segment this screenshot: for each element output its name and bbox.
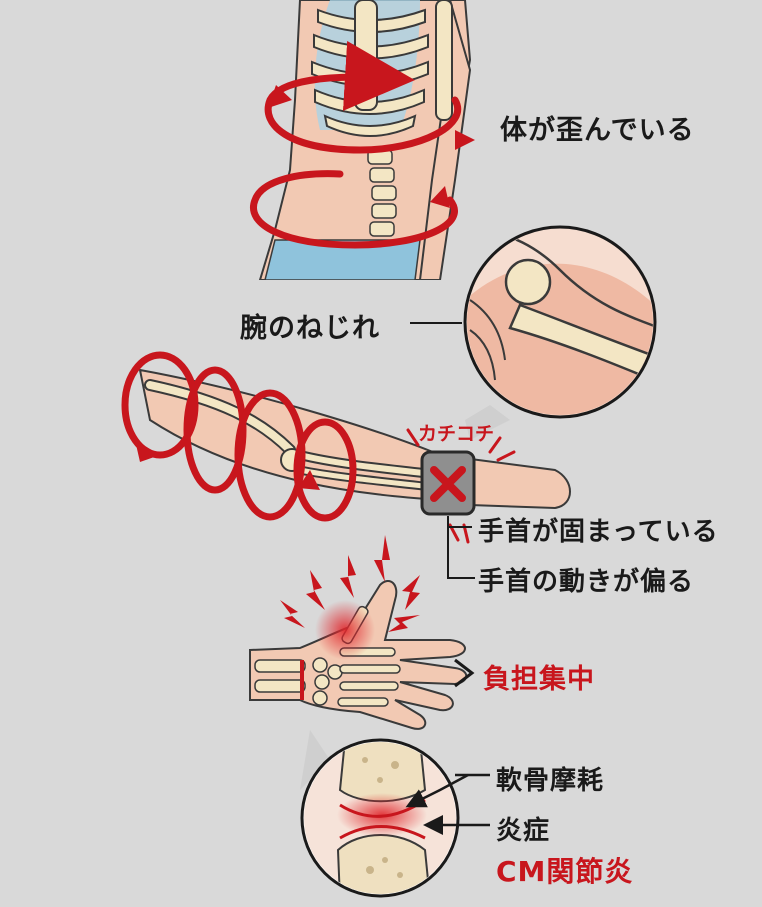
arm-twist-label: 腕のねじれ — [240, 313, 380, 344]
stiff-sound-label: カチコチ — [418, 423, 495, 445]
load-focus-label: 負担集中 — [483, 664, 595, 695]
body-twist-label: 体が歪んでいる — [500, 115, 695, 146]
inflammation-label: 炎症 — [496, 816, 551, 846]
cartilage-wear-label: 軟骨摩耗 — [496, 766, 605, 796]
shoulder-magnifier — [463, 225, 657, 440]
torso-twist-arrows — [250, 40, 462, 249]
wrist-lock-marker — [420, 450, 476, 516]
wrist-stiff-label: 手首が固まっている — [478, 517, 719, 547]
hand-illustration — [249, 580, 468, 730]
pain-lightning-icons — [280, 535, 420, 632]
joint-magnifier — [300, 730, 460, 898]
cm-arthritis-label: CM関節炎 — [496, 855, 634, 888]
stiff-marks — [406, 428, 516, 544]
wrist-biased-label: 手首の動きが偏る — [478, 567, 695, 597]
